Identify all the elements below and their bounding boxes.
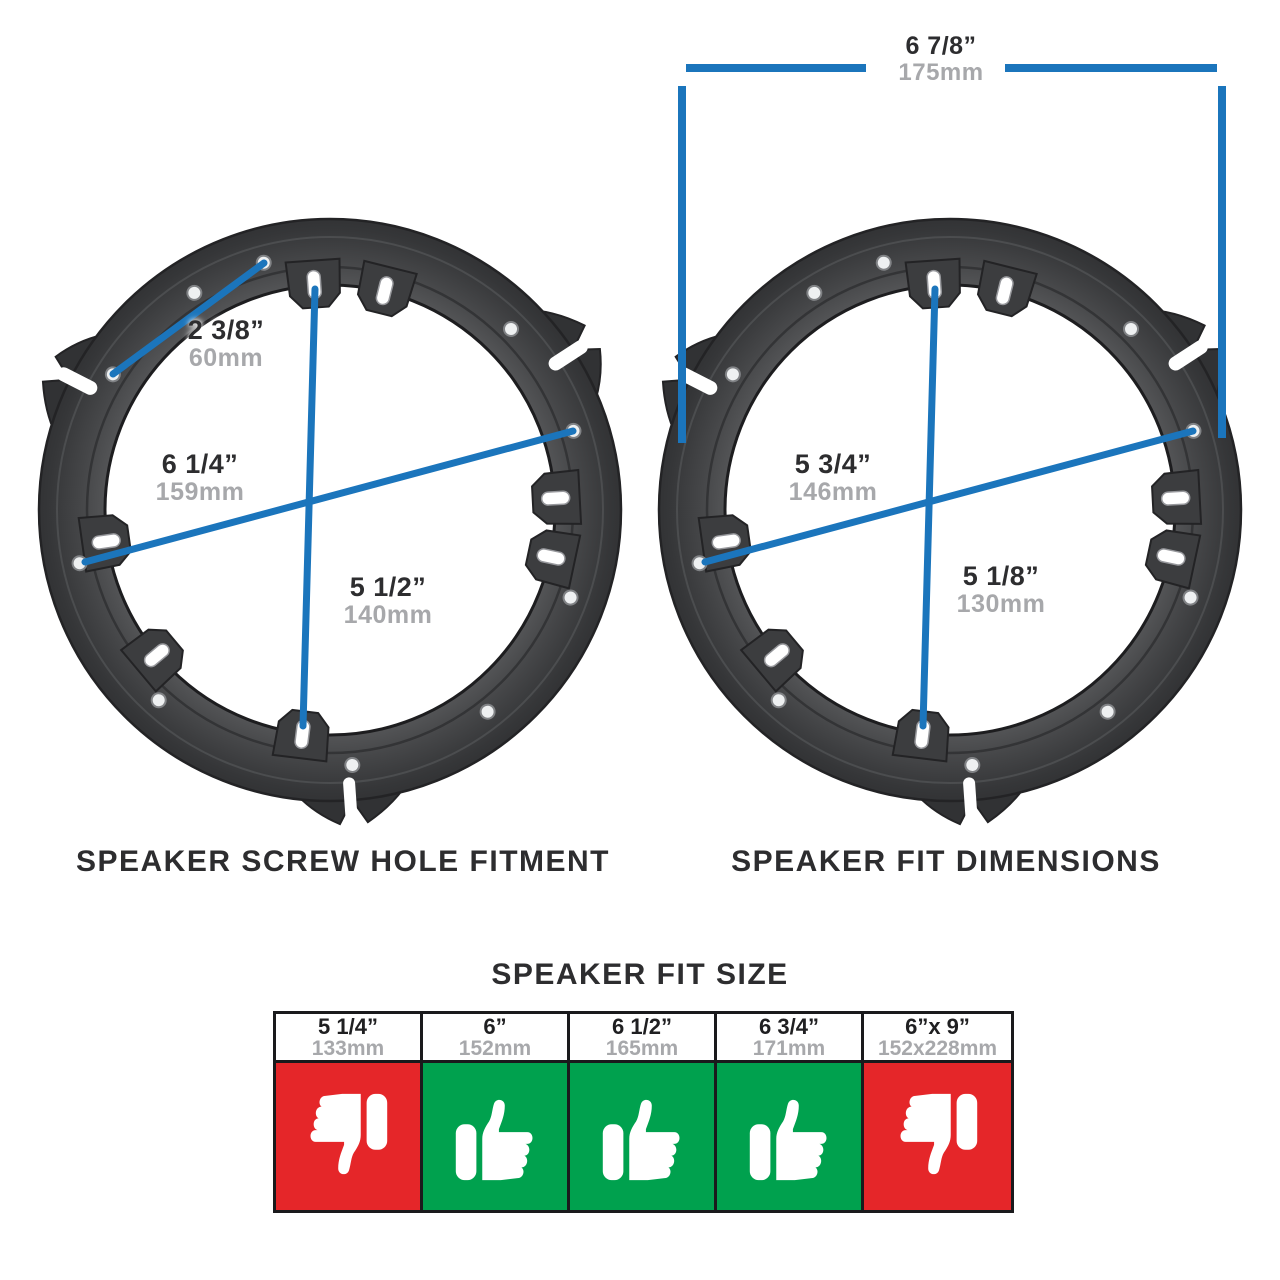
thumbs-up-icon: [749, 1099, 827, 1180]
fit-size-header: 6 1/2” 165mm: [570, 1014, 717, 1063]
fit-size-mm: 171mm: [752, 1037, 826, 1061]
fit-result-cell-yes: [570, 1063, 717, 1210]
overall-width-extension-right: [1218, 86, 1226, 438]
speaker-adapter-ring-left: [10, 190, 650, 830]
fit-size-inches: 6 1/2”: [612, 1013, 672, 1039]
dimension-line-fit-span-wide: [701, 427, 1197, 566]
dimension-label-screw-span-tall: 5 1/2” 140mm: [343, 572, 433, 630]
overall-width-line-left: [686, 64, 866, 72]
fit-size-mm: 133mm: [311, 1037, 385, 1061]
dimension-mm: 140mm: [343, 601, 433, 630]
dimension-inches: 6 7/8”: [905, 32, 977, 60]
dimension-inches: 5 3/4”: [794, 449, 872, 479]
thumbs-up-icon: [455, 1099, 533, 1180]
dimension-mm: 175mm: [898, 59, 984, 86]
fit-size-inches: 6”: [483, 1013, 507, 1039]
fit-result-cell-no: [276, 1063, 423, 1210]
speaker-adapter-ring-right: [630, 190, 1270, 830]
dimension-label-fit-span-wide: 5 3/4” 146mm: [788, 449, 878, 507]
fit-size-header: 5 1/4” 133mm: [276, 1014, 423, 1063]
thumbs-down-icon: [310, 1093, 388, 1174]
overall-width-extension-left: [678, 86, 686, 443]
figure-caption-fit-dimensions: SPEAKER FIT DIMENSIONS: [731, 845, 1161, 878]
dimension-mm: 146mm: [788, 478, 878, 507]
dimension-inches: 6 1/4”: [161, 449, 239, 479]
dimension-mm: 60mm: [188, 344, 264, 373]
fit-size-header: 6” 152mm: [423, 1014, 570, 1063]
dimension-line-screw-span-tall: [299, 285, 319, 730]
fit-size-inches: 5 1/4”: [318, 1013, 378, 1039]
fit-size-inches: 6”x 9”: [905, 1013, 970, 1039]
dimension-line-screw-span-small: [109, 259, 268, 378]
fit-size-header: 6 3/4” 171mm: [717, 1014, 864, 1063]
thumbs-up-icon: [602, 1099, 680, 1180]
fit-result-cell-yes: [717, 1063, 864, 1210]
thumbs-down-icon: [900, 1093, 977, 1174]
fit-size-inches: 6 3/4”: [759, 1013, 819, 1039]
figure-caption-screw-hole-fitment: SPEAKER SCREW HOLE FITMENT: [75, 845, 611, 878]
fit-result-cell-yes: [423, 1063, 570, 1210]
fit-size-mm: 152x228mm: [877, 1037, 998, 1061]
dimension-inches: 5 1/8”: [962, 561, 1040, 591]
dimension-label-screw-span-small: 2 3/8” 60mm: [187, 315, 265, 373]
fit-result-cell-no: [864, 1063, 1011, 1210]
dimension-label-screw-span-wide: 6 1/4” 159mm: [155, 449, 245, 507]
overall-width-line-right: [1005, 64, 1217, 72]
dimension-inches: 2 3/8”: [187, 315, 265, 345]
dimension-inches: 5 1/2”: [349, 572, 427, 602]
speaker-fit-table: 5 1/4” 133mm 6” 152mm 6 1/2” 165mm 6 3/4…: [273, 1011, 1014, 1213]
dimension-label-overall-width: 6 7/8” 175mm: [898, 33, 983, 86]
fit-size-header: 6”x 9” 152x228mm: [864, 1014, 1011, 1063]
dimension-mm: 159mm: [155, 478, 245, 507]
dimension-label-fit-span-tall: 5 1/8” 130mm: [956, 561, 1046, 619]
dimension-mm: 130mm: [956, 590, 1046, 619]
fit-size-mm: 152mm: [458, 1037, 532, 1061]
dimension-line-fit-span-tall: [919, 285, 939, 730]
dimension-line-screw-span-wide: [81, 427, 577, 566]
fit-size-mm: 165mm: [605, 1037, 679, 1061]
fit-table-title: SPEAKER FIT SIZE: [491, 958, 789, 991]
